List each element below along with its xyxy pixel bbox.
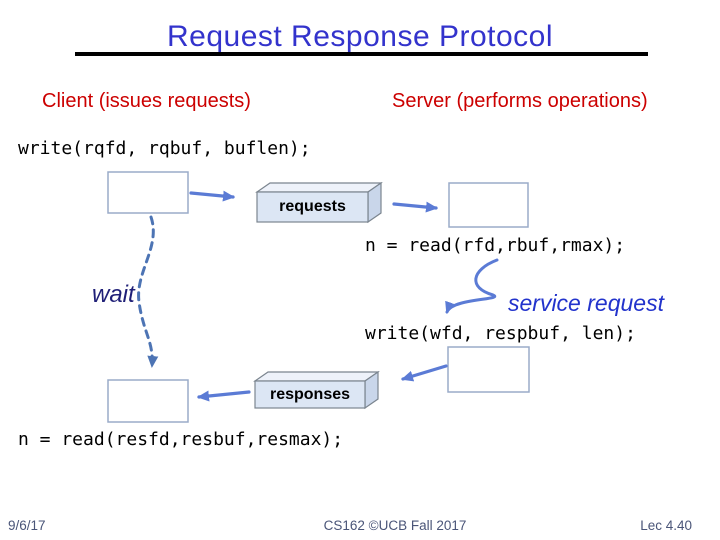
- code-server-write: write(wfd, respbuf, len);: [365, 323, 636, 344]
- client-read-box: [107, 379, 189, 423]
- server-read-box: [448, 182, 529, 228]
- arrow-responses-to-client: [197, 390, 251, 402]
- code-client-read: n = read(resfd,resbuf,resmax);: [18, 429, 344, 450]
- client-header: Client (issues requests): [42, 90, 251, 112]
- responses-queue-label: responses: [269, 385, 351, 403]
- title-underline: [75, 52, 648, 56]
- footer-date: 9/6/17: [8, 518, 46, 533]
- arrow-client-to-requests: [189, 190, 235, 202]
- responses-queue-top-face: [253, 371, 380, 382]
- wait-label: wait: [92, 281, 135, 308]
- requests-queue-3dbox: [255, 181, 383, 224]
- footer-course: CS162 ©UCB Fall 2017: [323, 518, 467, 533]
- responses-queue-front-face: [254, 380, 366, 409]
- requests-queue-top-face: [255, 182, 383, 193]
- requests-queue-label: requests: [279, 198, 346, 215]
- arrow-server-to-responses: [401, 364, 448, 382]
- arrow-requests-to-server: [392, 201, 438, 213]
- client-write-box: [107, 171, 189, 214]
- responses-queue-3dbox: [253, 370, 380, 410]
- requests-queue-front-face: [256, 191, 369, 223]
- server-write-box: [447, 346, 530, 393]
- page-title: Request Response Protocol: [166, 20, 554, 53]
- service-request-label: service request: [508, 290, 664, 316]
- code-server-read: n = read(rfd,rbuf,rmax);: [365, 235, 626, 256]
- code-client-write: write(rqfd, rqbuf, buflen);: [18, 138, 311, 159]
- footer-lecture-number: Lec 4.40: [640, 518, 692, 533]
- arrow-service-request: [445, 258, 499, 314]
- server-header: Server (performs operations): [392, 90, 648, 112]
- arrow-wait-dashed: [137, 215, 159, 368]
